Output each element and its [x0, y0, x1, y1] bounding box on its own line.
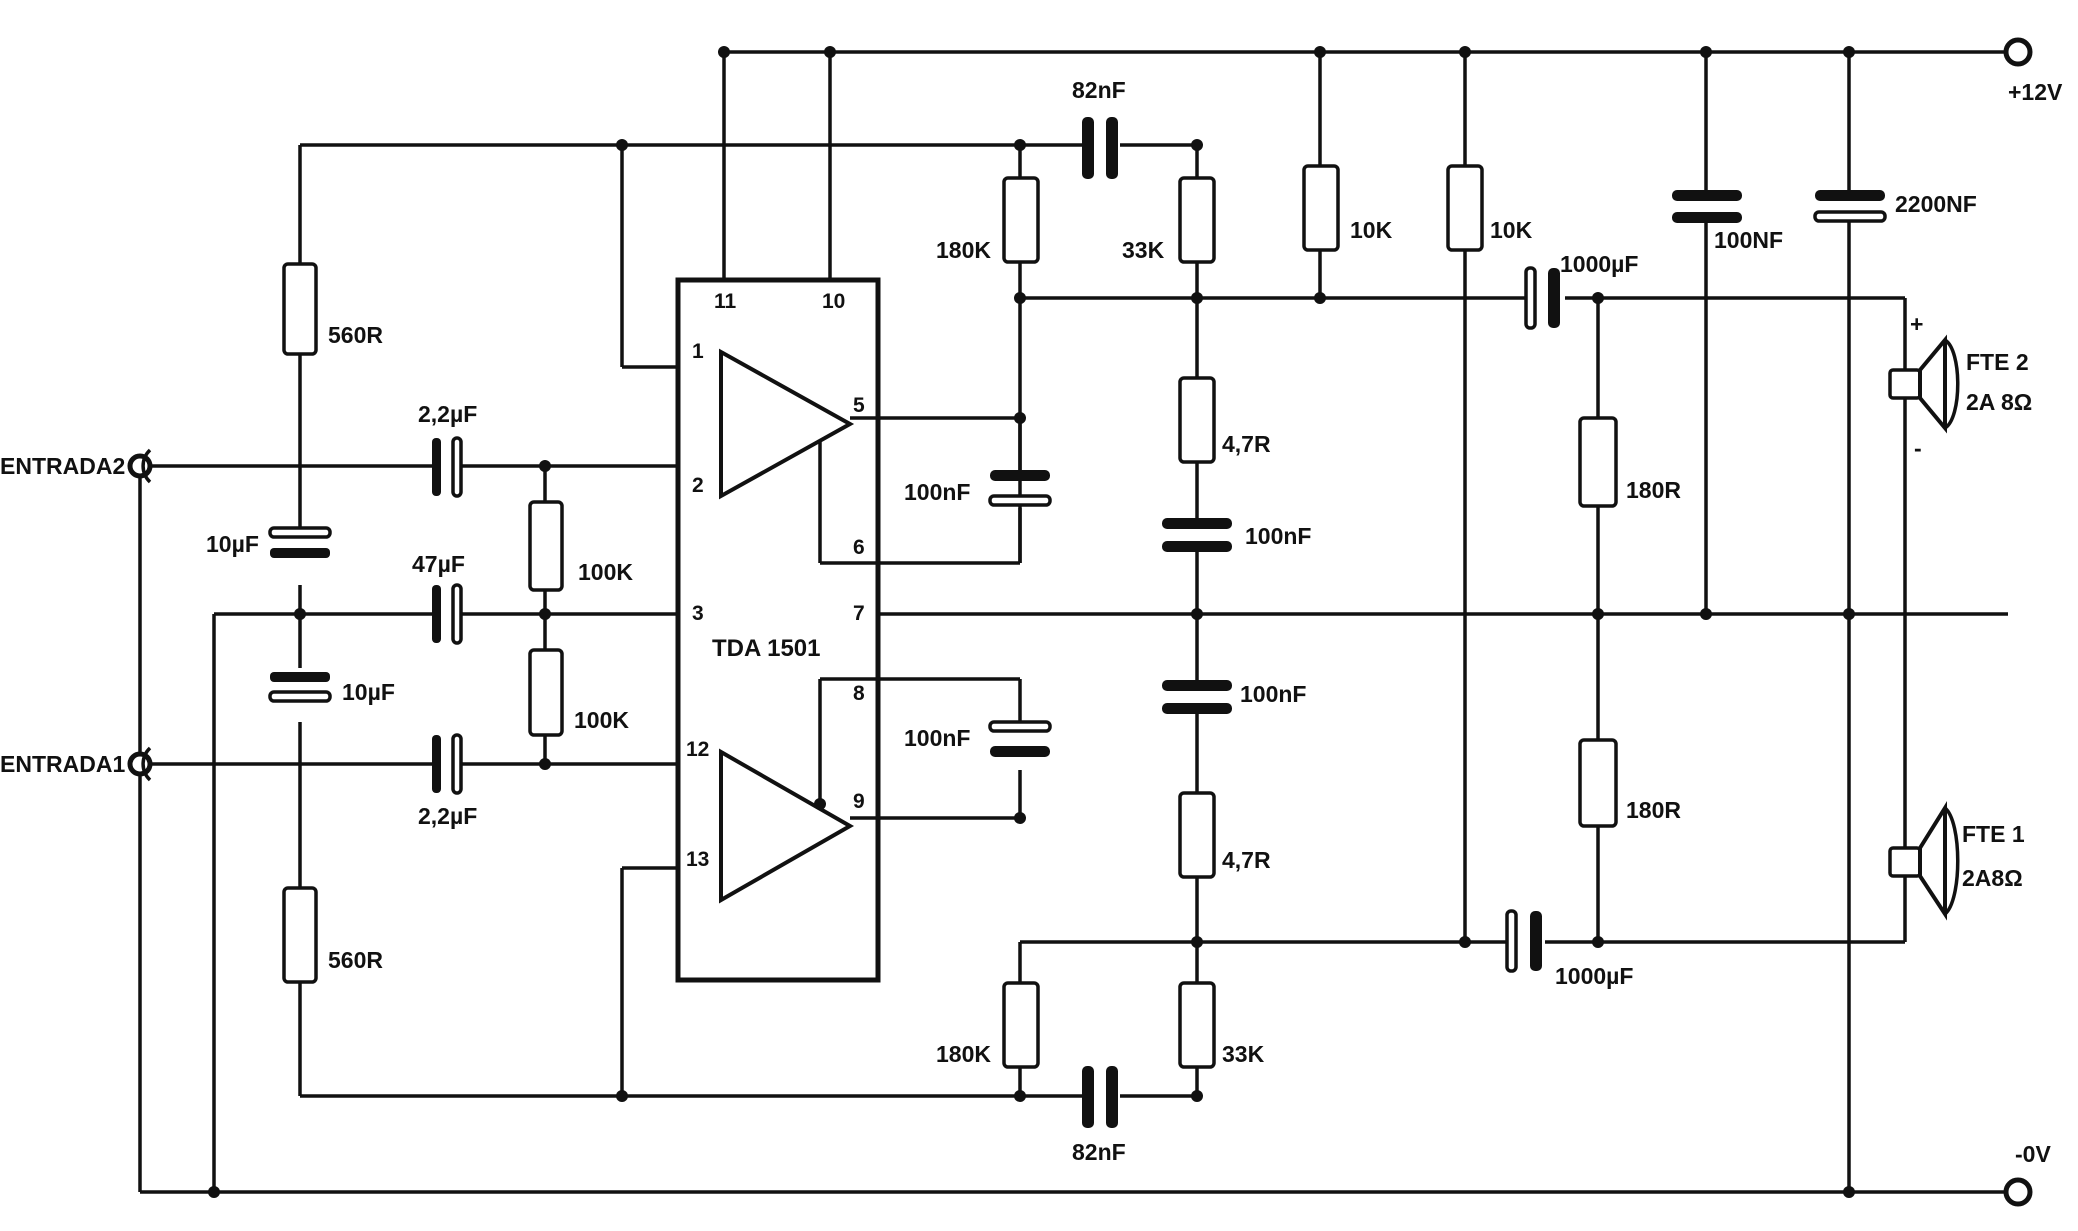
label-fte1-name: FTE 1 [1962, 821, 2025, 847]
label-10uf-top: 10µF [206, 531, 259, 557]
label-4-7r-bottom: 4,7R [1222, 847, 1271, 873]
label-100nf-mid-top: 100nF [1245, 523, 1311, 549]
label-fte2-name: FTE 2 [1966, 349, 2029, 375]
pin-11: 11 [714, 290, 737, 313]
speaker-fte1 [1888, 801, 1960, 921]
label-entrada2: ENTRADA2 [0, 453, 125, 479]
label-560r-bottom: 560R [328, 947, 383, 973]
pin-6: 6 [853, 536, 865, 559]
pin-3: 3 [692, 602, 704, 625]
label-fte2-plus: + [1910, 311, 1923, 337]
pin-12: 12 [686, 738, 709, 761]
junction-dots [208, 46, 1855, 1198]
label-100nf-supply: 100NF [1714, 227, 1783, 253]
capacitor-47uf [432, 583, 463, 645]
label-33k-bottom: 33K [1222, 1041, 1265, 1067]
pin-1: 1 [692, 340, 704, 363]
capacitor-100nf-supply [1672, 190, 1742, 223]
resistor-180k-bottom [1002, 981, 1040, 1069]
ic-tda1501: TDA 1501 11 10 1 2 3 12 13 5 6 7 8 9 [675, 277, 881, 983]
label-2200nf: 2200NF [1895, 191, 1977, 217]
label-180k-top: 180K [936, 237, 991, 263]
ic-body [675, 277, 881, 983]
resistor-4-7r-bottom [1178, 791, 1216, 879]
capacitor-2200nf [1813, 190, 1887, 223]
label-4-7r-top: 4,7R [1222, 431, 1271, 457]
resistor-180r-top [1578, 416, 1618, 508]
labels: +12V -0V ENTRADA2 ENTRADA1 560R 560R 2,2… [0, 77, 2063, 1167]
resistor-180r-bottom [1578, 738, 1618, 828]
capacitor-100nf-left-top [988, 470, 1052, 507]
label-10k-a: 10K [1350, 217, 1393, 243]
resistor-10k-b [1446, 164, 1484, 252]
pin-9: 9 [853, 790, 865, 813]
terminal-entrada1 [127, 751, 153, 777]
label-100k-top: 100K [578, 559, 633, 585]
label-100k-bottom: 100K [574, 707, 629, 733]
label-180k-bottom: 180K [936, 1041, 991, 1067]
ic-label: TDA 1501 [712, 635, 821, 662]
pin-7: 7 [853, 602, 865, 625]
capacitor-2-2uf-top [432, 436, 463, 498]
label-1000uf-top: 1000µF [1560, 251, 1638, 277]
resistor-560r-top [282, 262, 318, 356]
label-82nf-bottom: 82nF [1072, 1139, 1126, 1165]
capacitor-100nf-mid-top [1162, 518, 1232, 552]
resistor-4-7r-top [1178, 376, 1216, 464]
label-0v: -0V [2015, 1141, 2051, 1167]
label-180r-bottom: 180R [1626, 797, 1681, 823]
label-2-2uf-top: 2,2µF [418, 401, 477, 427]
capacitor-1000uf-bottom [1505, 909, 1542, 973]
label-fte2-rating: 2A 8Ω [1966, 389, 2032, 415]
capacitor-2-2uf-bottom [432, 733, 463, 795]
terminals [127, 37, 2033, 1207]
pin-8: 8 [853, 682, 865, 705]
resistor-560r-bottom [282, 886, 318, 984]
capacitor-100nf-mid-bottom [1162, 680, 1232, 714]
label-fte1-rating: 2A8Ω [1962, 865, 2023, 891]
terminal-0v [2003, 1177, 2033, 1207]
label-2-2uf-bottom: 2,2µF [418, 803, 477, 829]
label-33k-top: 33K [1122, 237, 1165, 263]
resistor-100k-top [528, 500, 564, 592]
capacitor-1000uf-top [1524, 266, 1560, 330]
label-560r-top: 560R [328, 322, 383, 348]
label-100nf-left-top: 100nF [904, 479, 970, 505]
speaker-fte2 [1888, 334, 1960, 434]
resistors [282, 164, 1618, 1069]
capacitor-10uf-top [268, 526, 332, 558]
label-180r-top: 180R [1626, 477, 1681, 503]
capacitor-82nf-bottom [1082, 1066, 1118, 1128]
resistor-33k-bottom [1178, 981, 1216, 1069]
label-10uf-bottom: 10µF [342, 679, 395, 705]
label-1000uf-bottom: 1000µF [1555, 963, 1633, 989]
resistor-33k-top [1178, 176, 1216, 264]
capacitors [268, 117, 1887, 1128]
opamp-upper [719, 348, 855, 500]
resistor-10k-a [1302, 164, 1340, 252]
pin-5: 5 [853, 394, 865, 417]
terminal-plus12v [2003, 37, 2033, 67]
resistor-100k-bottom [528, 648, 564, 737]
pin-2: 2 [692, 474, 704, 497]
label-82nf-top: 82nF [1072, 77, 1126, 103]
label-47uf: 47µF [412, 551, 465, 577]
capacitor-100nf-left-bottom [988, 720, 1052, 757]
resistor-180k-top [1002, 176, 1040, 264]
label-100nf-left-bottom: 100nF [904, 725, 970, 751]
capacitor-82nf-top [1082, 117, 1118, 179]
label-plus12v: +12V [2008, 79, 2063, 105]
label-fte2-minus: - [1914, 435, 1922, 461]
wires [138, 50, 2008, 1194]
label-10k-b: 10K [1490, 217, 1533, 243]
pin-10: 10 [822, 290, 845, 313]
pin-13: 13 [686, 848, 709, 871]
label-entrada1: ENTRADA1 [0, 751, 125, 777]
label-100nf-mid-bottom: 100nF [1240, 681, 1306, 707]
terminal-entrada2 [127, 453, 153, 479]
opamp-lower [719, 748, 855, 904]
capacitor-10uf-bottom [268, 672, 332, 703]
